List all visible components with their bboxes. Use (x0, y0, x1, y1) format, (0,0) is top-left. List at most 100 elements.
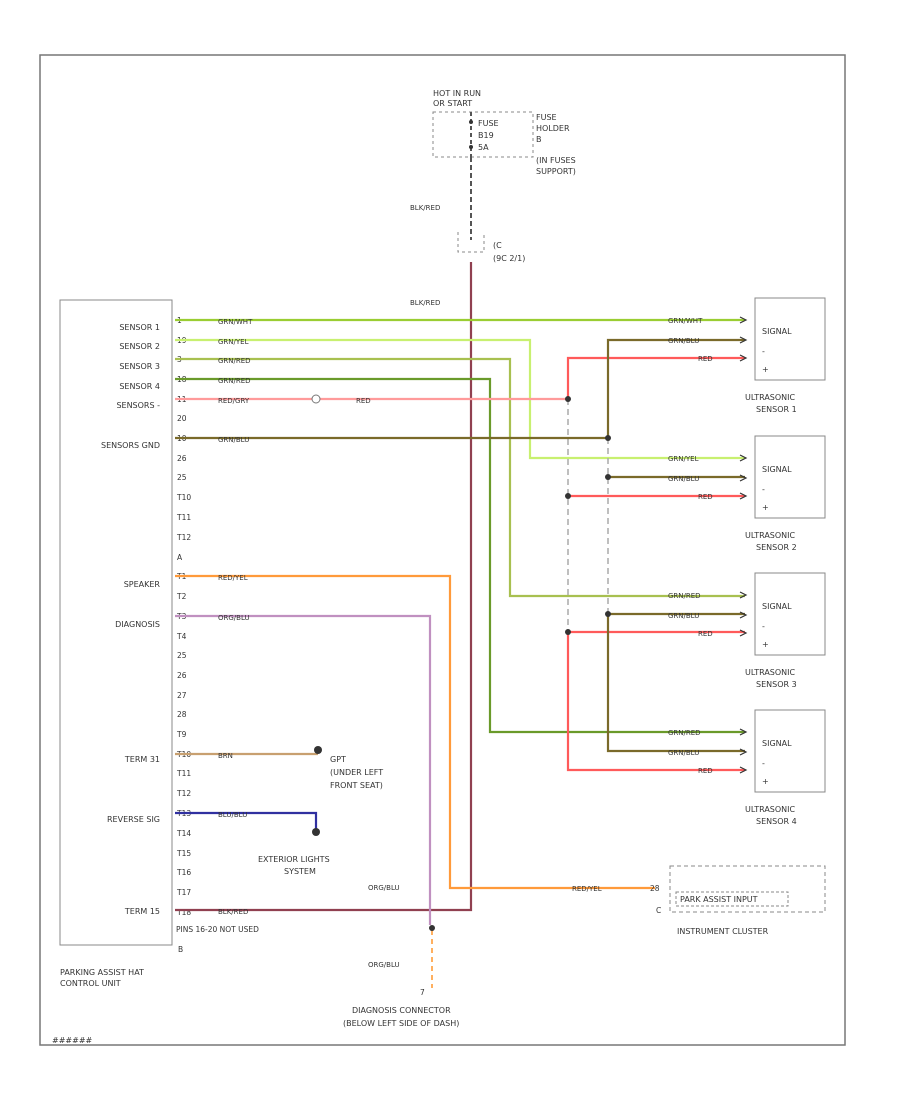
module-label: DIAGNOSIS (115, 620, 160, 629)
diagram-frame (39, 54, 846, 1046)
module-label: SENSOR 4 (119, 382, 160, 391)
module-pin: T11 (176, 769, 191, 778)
sensor-number: SENSOR 3 (756, 680, 797, 689)
module-pin: T10 (176, 493, 191, 502)
connector-arrow (739, 611, 748, 619)
sensor-minus-label: - (762, 347, 765, 356)
connector-arrow (739, 316, 748, 324)
cluster-c-pin: C (656, 906, 661, 915)
fuse-holder-label-5: SUPPORT) (536, 167, 576, 176)
sensor-box (754, 709, 826, 793)
connector-arrow (739, 591, 748, 599)
ultrasonic-sensors: SIGNAL-+GRN/WHTGRN/BLUREDULTRASONICSENSO… (668, 297, 826, 826)
module-label: SENSOR 2 (119, 342, 160, 351)
connector-arrow (739, 454, 748, 462)
module-pin: T12 (176, 789, 191, 798)
sensor-wire-label: GRN/BLU (668, 612, 699, 620)
module-label: SENSORS - (116, 401, 160, 410)
wire-label-t31: BRN (218, 752, 233, 760)
splice-red-1 (565, 396, 571, 402)
sensor-signal-label: SIGNAL (762, 602, 792, 611)
module-label: SPEAKER (124, 580, 161, 589)
ext-lights-label: EXTERIOR LIGHTS (258, 855, 330, 864)
module-pin: T17 (176, 888, 191, 897)
sensor-wire-label: RED (698, 493, 713, 501)
sensor-plus-label: + (762, 503, 769, 512)
module-pin: A (177, 553, 183, 562)
diag-connector-pin: 7 (420, 988, 425, 997)
sensor-number: SENSOR 4 (756, 817, 797, 826)
wire-label-s3: GRN/RED (218, 357, 251, 365)
fuse-holder-group: HOT IN RUN OR START FUSE B19 5A FUSE HOL… (410, 89, 576, 307)
sensor-wire-label: RED (698, 355, 713, 363)
module-label: TERM 15 (124, 907, 160, 916)
module-pin: T11 (176, 513, 191, 522)
fuse-holder-label-3: B (536, 135, 542, 144)
fuse-holder-box (432, 111, 534, 158)
connector-arrow (739, 354, 748, 362)
sensor-signal-label: SIGNAL (762, 327, 792, 336)
sensor-name: ULTRASONIC (745, 805, 796, 814)
instrument-cluster-box (669, 865, 826, 913)
wire-label-s1: GRN/WHT (218, 318, 253, 326)
sensor-signal-label: SIGNAL (762, 739, 792, 748)
connector-arrow (739, 748, 748, 756)
wire-speaker (175, 574, 655, 890)
inline-connector-label: (C (493, 241, 502, 250)
module-pin: T4 (176, 632, 187, 641)
module-pin: T15 (176, 849, 191, 858)
control-unit-name: PARKING ASSIST HAT (60, 968, 144, 977)
module-pin: 26 (177, 454, 187, 463)
connector-arrow (739, 629, 748, 637)
diag-connector-name: DIAGNOSIS CONNECTOR (352, 1006, 451, 1015)
sensor-box (754, 435, 826, 519)
sensor-minus-label: - (762, 759, 765, 768)
gpt-location-2: FRONT SEAT) (330, 781, 383, 790)
sensor-wire-label: GRN/BLU (668, 475, 699, 483)
wire-gnd-bus-1 (606, 338, 745, 438)
ultrasonic-sensor-4: SIGNAL-+GRN/REDGRN/BLUREDULTRASONICSENSO… (668, 709, 826, 826)
sensor-box (754, 297, 826, 381)
wire-label-sneg: RED/GRY (218, 397, 250, 405)
gpt-location: (UNDER LEFT (330, 768, 383, 777)
splice-gnd-3 (605, 611, 611, 617)
wire-label-diag-vert: ORG/BLU (368, 884, 400, 892)
ext-lights-terminal (312, 828, 320, 836)
sensor-name: ULTRASONIC (745, 393, 796, 402)
wire-label-diag-vert2: ORG/BLU (368, 961, 400, 969)
cluster-pin: 28 (650, 884, 660, 893)
wire-reverse (175, 811, 318, 832)
module-label: SENSOR 1 (119, 323, 160, 332)
inline-connector-code: (9C 2/1) (493, 254, 525, 263)
sensor-wire-label: RED (698, 630, 713, 638)
sensors-neg-connector (311, 394, 321, 404)
inline-connector (457, 232, 485, 253)
sensor-plus-label: + (762, 777, 769, 786)
module-pin: 25 (177, 473, 187, 482)
module-pin: 25 (177, 651, 187, 660)
wire-label-cluster: RED/YEL (572, 885, 602, 893)
sensor-box (754, 572, 826, 656)
splice-gnd-2 (605, 474, 611, 480)
connector-arrow (739, 492, 748, 500)
module-pin: T16 (176, 868, 191, 877)
module-pin: T9 (176, 730, 187, 739)
ultrasonic-sensor-1: SIGNAL-+GRN/WHTGRN/BLUREDULTRASONICSENSO… (668, 297, 826, 414)
footnote: ###### (52, 1036, 93, 1045)
module-pin: 27 (177, 691, 187, 700)
splice-gnd-1 (605, 435, 611, 441)
wire-gnd-bus-4 (606, 614, 745, 753)
sensor-wire-label: GRN/RED (668, 592, 701, 600)
control-unit-name-2: CONTROL UNIT (60, 979, 121, 988)
ext-lights-label-2: SYSTEM (284, 867, 316, 876)
pins-not-used-note: PINS 16-20 NOT USED (176, 925, 259, 934)
splice-points (312, 396, 611, 931)
ground-gpt (314, 746, 322, 754)
wire-diagnosis (175, 614, 432, 925)
fuse-wire-label: BLK/RED (410, 204, 440, 212)
module-pin: T12 (176, 533, 191, 542)
connector-arrow (739, 766, 748, 774)
wire-label-rev: BLU/BLU (218, 811, 247, 819)
diag-connector-location: (BELOW LEFT SIDE OF DASH) (343, 1019, 459, 1028)
